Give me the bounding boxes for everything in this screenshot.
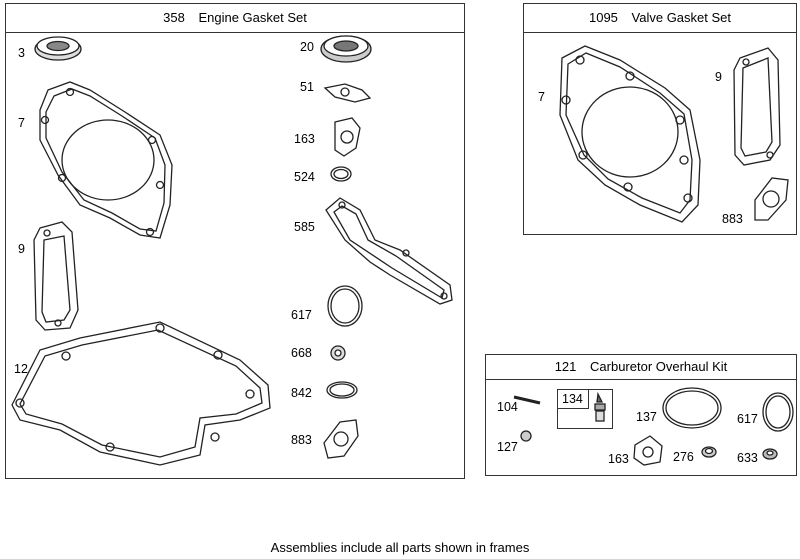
carburetor-overhaul-kit-name: Carburetor Overhaul Kit: [590, 359, 728, 374]
valve-gasket-set-title: 1095 Valve Gasket Set: [524, 4, 796, 33]
carburetor-overhaul-kit-number: 121: [554, 359, 577, 374]
valve-set-part-label-7: 7: [538, 90, 545, 104]
part-label-842: 842: [291, 386, 312, 400]
carb-part-137-oring-drawing: [662, 387, 722, 429]
carburetor-134-label-box: [557, 389, 589, 409]
part-51-gasket-drawing: [323, 83, 372, 103]
part-label-12: 12: [14, 362, 28, 376]
part-7-head-gasket-drawing: [39, 81, 173, 239]
part-label-617: 617: [291, 308, 312, 322]
part-label-668: 668: [291, 346, 312, 360]
part-20-seal-drawing: [320, 35, 372, 63]
carb-part-617-oring-drawing: [762, 392, 794, 432]
carb-part-label-163: 163: [608, 452, 629, 466]
part-585-gasket-drawing: [325, 197, 453, 305]
carburetor-overhaul-kit-frame: 121 Carburetor Overhaul Kit: [485, 354, 797, 476]
footer-note: Assemblies include all parts shown in fr…: [270, 540, 530, 555]
part-label-7: 7: [18, 116, 25, 130]
valve-set-part-label-9: 9: [715, 70, 722, 84]
carb-part-104-pin-drawing: [513, 395, 541, 405]
part-label-51: 51: [300, 80, 314, 94]
part-842-oring-drawing: [326, 381, 358, 399]
engine-gasket-set-title: 358 Engine Gasket Set: [6, 4, 464, 33]
carb-part-134-needle-drawing: [594, 391, 606, 422]
part-label-9: 9: [18, 242, 25, 256]
valve-gasket-set-name: Valve Gasket Set: [631, 10, 732, 25]
carb-part-label-127: 127: [497, 440, 518, 454]
carb-part-label-617: 617: [737, 412, 758, 426]
engine-gasket-set-number: 358: [163, 10, 185, 25]
carb-part-163-gasket-drawing: [633, 435, 663, 466]
part-label-3: 3: [18, 46, 25, 60]
valve-set-part-883-gasket-drawing: [754, 177, 789, 221]
part-label-163: 163: [294, 132, 315, 146]
carb-part-label-633: 633: [737, 451, 758, 465]
valve-set-part-7-head-gasket-drawing: [559, 45, 701, 223]
part-163-gasket-drawing: [334, 117, 361, 157]
engine-gasket-set-frame: 358 Engine Gasket Set: [5, 3, 465, 479]
part-label-524: 524: [294, 170, 315, 184]
part-524-oring-drawing: [330, 166, 352, 182]
carb-part-label-276: 276: [673, 450, 694, 464]
valve-set-part-9-breather-gasket-drawing: [733, 47, 781, 166]
valve-gasket-set-frame: 1095 Valve Gasket Set: [523, 3, 797, 235]
part-883-gasket-drawing: [323, 419, 359, 459]
part-12-crankcase-gasket-drawing: [11, 321, 271, 466]
part-617-oring-drawing: [327, 285, 363, 327]
carb-part-label-137: 137: [636, 410, 657, 424]
engine-gasket-set-name: Engine Gasket Set: [198, 10, 307, 25]
carb-part-127-plug-drawing: [520, 430, 532, 442]
part-label-585: 585: [294, 220, 315, 234]
part-label-883: 883: [291, 433, 312, 447]
carb-part-label-104: 104: [497, 400, 518, 414]
part-label-20: 20: [300, 40, 314, 54]
valve-gasket-set-number: 1095: [588, 10, 618, 25]
part-3-seal-drawing: [34, 36, 82, 61]
valve-set-part-label-883: 883: [722, 212, 743, 226]
carb-part-label-134: 134: [562, 392, 583, 406]
carburetor-overhaul-kit-title: 121 Carburetor Overhaul Kit: [486, 355, 796, 380]
part-9-breather-gasket-drawing: [33, 221, 79, 331]
